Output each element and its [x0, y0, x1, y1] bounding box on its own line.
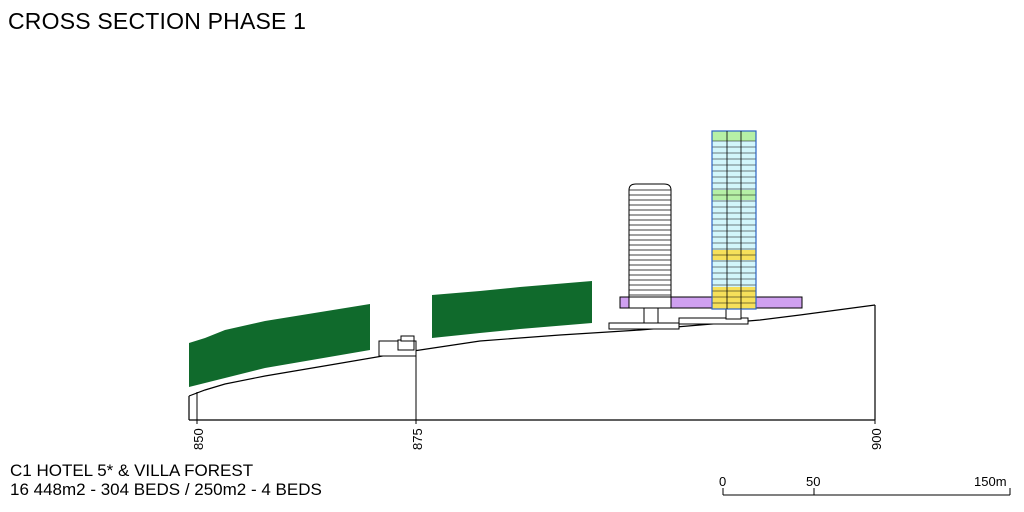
caption-line-2: 16 448m2 - 304 BEDS / 250m2 - 4 BEDS: [10, 480, 322, 499]
scale-label-150: 150m: [974, 474, 1007, 489]
elevation-label-875: 875: [410, 428, 425, 450]
terrain-profile: [188, 304, 876, 421]
hotel-podium: [619, 296, 803, 309]
elevation-label-850: 850: [191, 428, 206, 450]
foundation-slabs: [608, 317, 749, 330]
section-title: CROSS SECTION PHASE 1: [8, 8, 307, 34]
forest-block-middle: [432, 281, 592, 338]
elevation-label-900: 900: [869, 428, 884, 450]
hotel-tower-colored: [711, 130, 757, 310]
scale-bar: [722, 488, 1011, 496]
scale-label-0: 0: [719, 474, 726, 489]
forest-block-left: [189, 304, 370, 387]
elevation-ticks: [196, 351, 876, 424]
podium-supports: [643, 307, 742, 324]
villa-building: [378, 335, 417, 357]
caption-line-1: C1 HOTEL 5* & VILLA FOREST: [10, 461, 254, 480]
project-caption: C1 HOTEL 5* & VILLA FOREST 16 448m2 - 30…: [10, 461, 322, 499]
scale-label-50: 50: [806, 474, 820, 489]
hotel-tower-white: [628, 183, 672, 309]
